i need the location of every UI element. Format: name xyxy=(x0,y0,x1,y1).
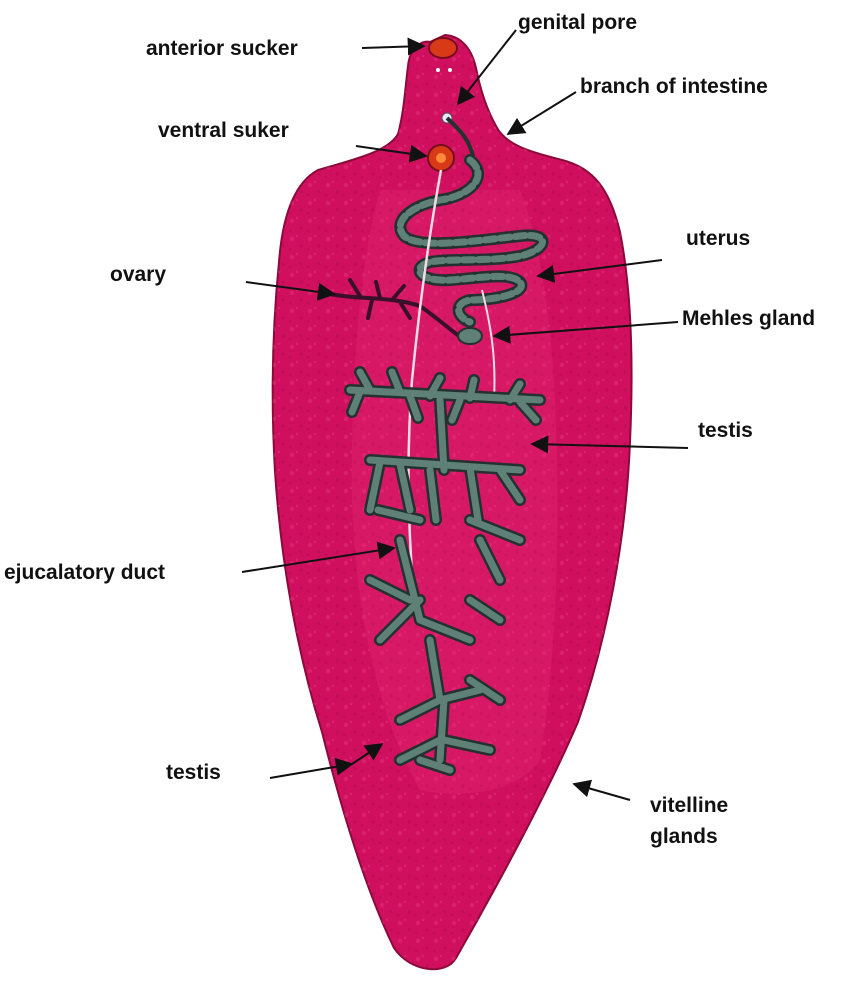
pharynx-dot xyxy=(436,68,440,72)
label-testis-right: testis xyxy=(698,418,753,443)
pointer-vitelline-glands xyxy=(574,784,630,800)
label-ejaculatory-duct: ejucalatory duct xyxy=(4,560,165,585)
testis-branch xyxy=(440,400,444,470)
label-testis-left: testis xyxy=(166,760,221,785)
label-mehlis-gland: Mehles gland xyxy=(682,306,815,331)
label-ovary: ovary xyxy=(110,262,166,287)
mehlis-gland xyxy=(458,328,482,344)
testis-branch xyxy=(440,700,444,760)
label-uterus: uterus xyxy=(686,226,750,251)
pointer-branch-of-intestine xyxy=(508,92,576,134)
label-branch-of-intestine: branch of intestine xyxy=(580,74,768,99)
label-vitelline-glands: vitelline glands xyxy=(650,790,728,852)
label-anterior-sucker: anterior sucker xyxy=(146,36,298,61)
testis-branch xyxy=(470,380,474,398)
ventral-sucker-center xyxy=(436,153,446,163)
pharynx-dot xyxy=(448,68,452,72)
label-ventral-sucker: ventral suker xyxy=(158,118,289,143)
anterior-sucker xyxy=(429,38,457,58)
label-genital-pore: genital pore xyxy=(518,10,637,35)
